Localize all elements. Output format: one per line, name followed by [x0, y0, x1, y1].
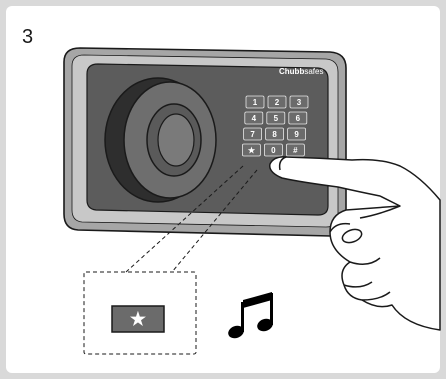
detail-key-label: ★ — [130, 309, 147, 329]
music-note-icon — [226, 292, 274, 340]
keypad-key-label: 8 — [272, 130, 277, 139]
keypad-key-label: 6 — [296, 114, 301, 123]
keypad-key-label: ★ — [248, 146, 256, 155]
keypad-key-label: 9 — [294, 130, 299, 139]
keypad-key-label: 4 — [252, 114, 257, 123]
keypad-key-label: 3 — [297, 98, 302, 107]
keypad-key: 6 — [289, 112, 307, 124]
keypad-key-label: # — [293, 146, 298, 155]
keypad-key: 2 — [268, 96, 286, 108]
keypad-key-label: 5 — [274, 114, 279, 123]
keypad-key: ★ — [242, 144, 260, 156]
keypad-key-label: 0 — [271, 146, 276, 155]
keypad-key: 0 — [264, 144, 282, 156]
keypad-key: 3 — [290, 96, 308, 108]
keypad-key: 8 — [266, 128, 284, 140]
keypad-key: 7 — [244, 128, 262, 140]
keypad-key: 5 — [267, 112, 285, 124]
star-key-detail: ★ — [112, 306, 164, 332]
keypad-key: 4 — [245, 112, 263, 124]
dial-icon — [105, 78, 216, 202]
keypad-key-label: 1 — [253, 98, 258, 107]
keypad-key-label: 2 — [275, 98, 280, 107]
keypad-key: # — [286, 144, 304, 156]
keypad-key-label: 7 — [250, 130, 255, 139]
keypad-key: 9 — [288, 128, 306, 140]
keypad-key: 1 — [246, 96, 264, 108]
brand-logo: Chubbsafes — [279, 67, 323, 76]
